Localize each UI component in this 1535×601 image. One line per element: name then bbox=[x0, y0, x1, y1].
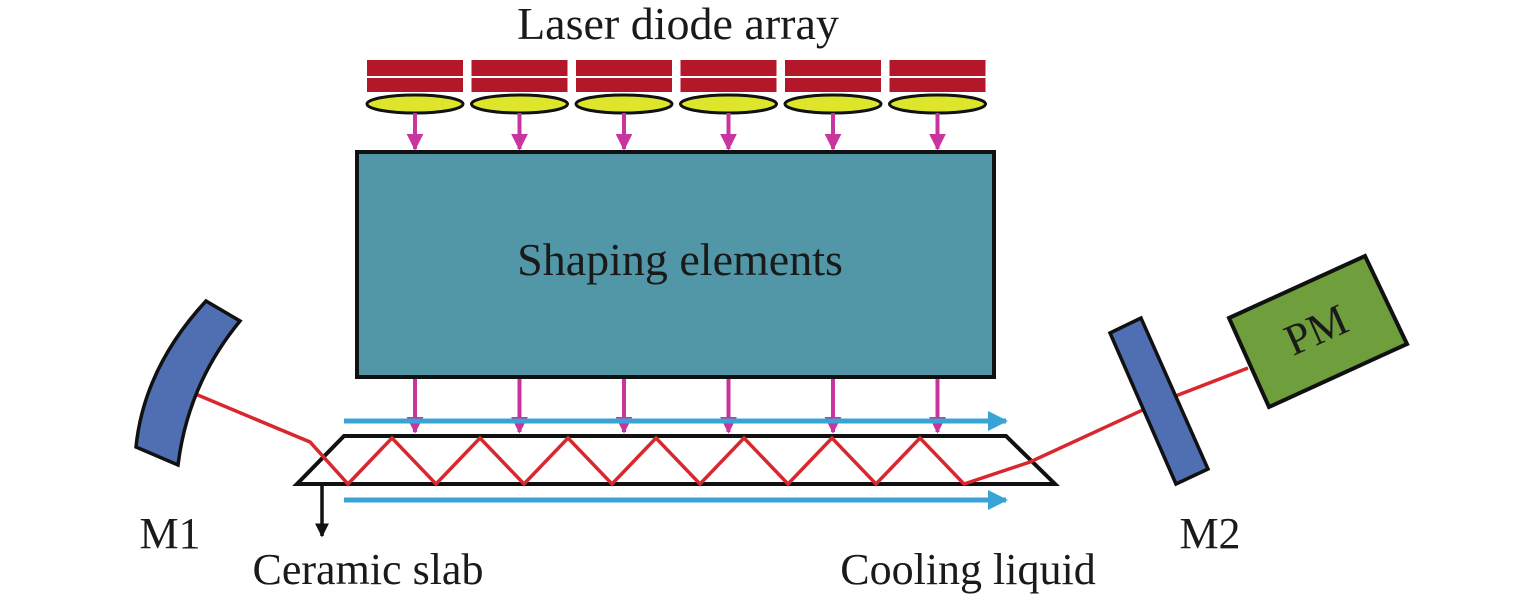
laser-diode-unit bbox=[783, 60, 883, 115]
power-meter-box bbox=[1226, 253, 1410, 410]
collimating-lens bbox=[574, 93, 674, 115]
laser-diode-bar bbox=[576, 78, 672, 92]
laser-diode-unit bbox=[574, 60, 674, 115]
collimating-lens bbox=[470, 93, 569, 115]
pump-beams-lower bbox=[406, 379, 946, 434]
laser-diode-bar bbox=[680, 60, 777, 76]
laser-diode-bar bbox=[367, 78, 463, 92]
cooling-liquid-label: Cooling liquid bbox=[840, 545, 1095, 594]
laser-diode-bar bbox=[889, 78, 986, 92]
mirror-m1 bbox=[134, 298, 243, 468]
collimating-lens bbox=[365, 93, 465, 115]
laser-diode-bar bbox=[889, 60, 986, 76]
laser-diode-unit bbox=[679, 60, 778, 115]
laser-diode-bar bbox=[785, 60, 881, 76]
collimating-lens bbox=[888, 93, 987, 115]
pump-beams-upper bbox=[406, 113, 946, 151]
m2-label: M2 bbox=[1179, 509, 1240, 558]
laser-diode-array-label: Laser diode array bbox=[517, 0, 839, 49]
laser-diode-bar bbox=[785, 78, 881, 92]
shaping-elements-block bbox=[355, 150, 996, 379]
laser-diode-unit bbox=[470, 60, 569, 115]
laser-diode-bar bbox=[576, 60, 672, 76]
laser-diode-bar bbox=[680, 78, 777, 92]
mirror-m2 bbox=[1107, 315, 1211, 487]
laser-diode-unit bbox=[888, 60, 987, 115]
m1-label: M1 bbox=[139, 509, 200, 558]
laser-beam-path bbox=[192, 366, 1249, 487]
laser-diode-unit bbox=[365, 60, 465, 115]
collimating-lens bbox=[679, 93, 778, 115]
collimating-lens bbox=[783, 93, 883, 115]
laser-diode-bar bbox=[471, 60, 568, 76]
laser-diode-bar bbox=[367, 60, 463, 76]
ceramic-slab-label: Ceramic slab bbox=[253, 545, 484, 594]
shaping-elements-label: Shaping elements bbox=[517, 234, 843, 285]
laser-diode-bar bbox=[471, 78, 568, 92]
laser-diode-array bbox=[365, 60, 987, 115]
